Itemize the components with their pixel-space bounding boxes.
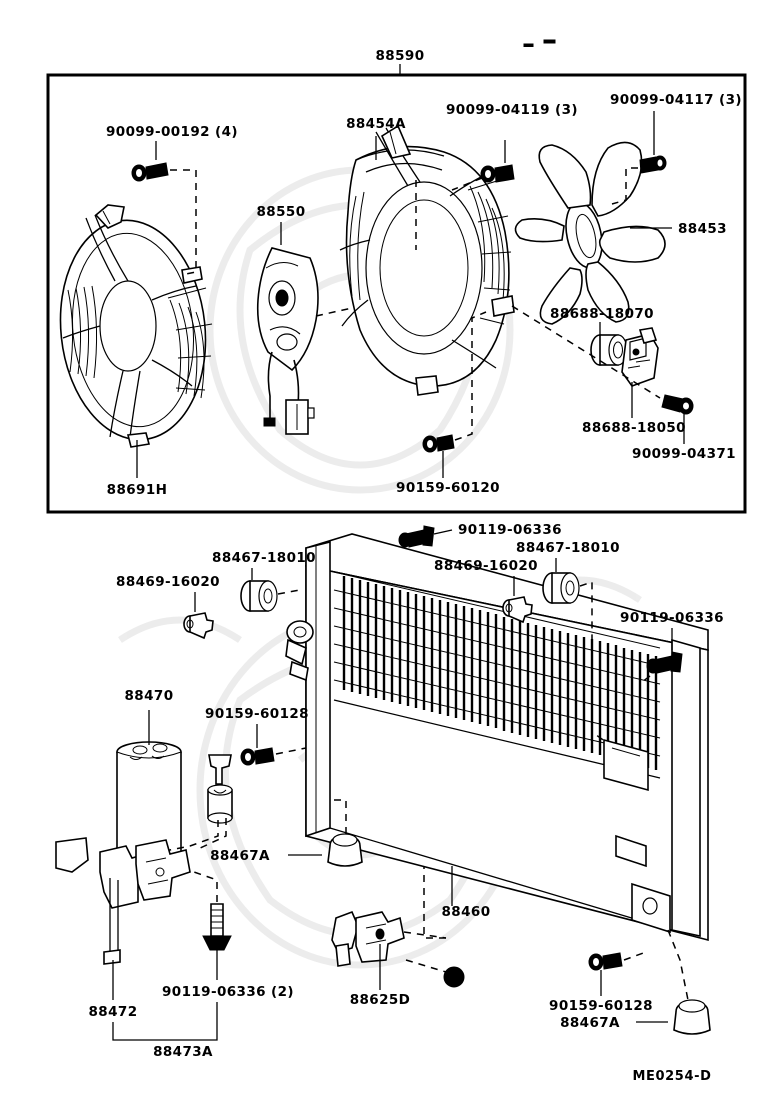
bolt-90099-04119 bbox=[480, 164, 515, 183]
label-88453: 88453 bbox=[678, 221, 727, 237]
label-88469-16020-left: 88469-16020 bbox=[116, 574, 220, 590]
label-88467a-lower: 88467A bbox=[560, 1015, 620, 1031]
label-88472: 88472 bbox=[89, 1004, 138, 1020]
label-88688-18070: 88688-18070 bbox=[550, 306, 654, 322]
label-88470: 88470 bbox=[125, 688, 174, 704]
dashed-screw-left bbox=[193, 871, 218, 902]
dashed-cushion-lower bbox=[667, 929, 689, 1001]
cushion-88467a-lower bbox=[673, 999, 711, 1035]
label-88467-18010-left: 88467-18010 bbox=[212, 550, 316, 566]
sheet-code: ME0254-D bbox=[633, 1069, 712, 1084]
dashed-grommet-to-bracket bbox=[159, 820, 219, 853]
bracket-88625d bbox=[331, 910, 405, 967]
drier-mount-grommets bbox=[207, 754, 233, 824]
bushing-88688-18070 bbox=[590, 334, 628, 366]
label-88467-18010-right: 88467-18010 bbox=[516, 540, 620, 556]
label-90159-60120: 90159-60120 bbox=[396, 480, 500, 496]
screw-90119-06336-right bbox=[646, 651, 683, 674]
dashed-to-88460 bbox=[423, 866, 446, 939]
dashed-cushion-left bbox=[277, 589, 301, 595]
dashed-bracket-line bbox=[511, 305, 661, 399]
group-label-88590: 88590 bbox=[376, 48, 425, 64]
bracket-88688-18050 bbox=[621, 327, 659, 387]
leader-90119-top bbox=[433, 529, 453, 535]
dashed-bolt-04119 bbox=[451, 177, 483, 191]
label-90159-60128-lower: 90159-60128 bbox=[549, 998, 653, 1014]
dashed-nut-drier bbox=[275, 747, 307, 755]
grommet-88469-16020-right bbox=[502, 596, 533, 624]
dashed-nut-center bbox=[405, 959, 447, 973]
condenser-fittings bbox=[285, 620, 314, 682]
top-panel-frame bbox=[46, 73, 747, 514]
cushion-88467-18010-left bbox=[240, 580, 278, 612]
label-90099-00192: 90099-00192 (4) bbox=[106, 124, 238, 140]
condenser-88460 bbox=[285, 533, 709, 942]
label-88460: 88460 bbox=[442, 904, 491, 920]
label-88469-16020-right: 88469-16020 bbox=[434, 558, 538, 574]
dashed-motor-to-shroud bbox=[315, 307, 353, 317]
dashed-88625d bbox=[403, 931, 447, 939]
bolt-90099-04371 bbox=[661, 394, 694, 415]
condenser-bracket-right-upper bbox=[603, 738, 649, 792]
cushion-88467a-middle bbox=[327, 833, 363, 867]
nut-90159-60128-lower bbox=[588, 952, 623, 971]
dashed-bolt-to-shroud bbox=[170, 169, 197, 275]
label-88688-18050: 88688-18050 bbox=[582, 420, 686, 436]
dashed-grommet-to-bracket-2 bbox=[195, 818, 227, 851]
label-88467a-middle: 88467A bbox=[210, 848, 270, 864]
cushion-88467-18010-right bbox=[542, 572, 580, 604]
grommet-88469-16020-left bbox=[183, 612, 214, 640]
dashed-nut-lower bbox=[623, 951, 647, 961]
label-88625d: 88625D bbox=[350, 992, 411, 1008]
bolt-90099-00192 bbox=[131, 162, 169, 182]
dashed-cushion-right bbox=[579, 580, 607, 743]
condenser-tab-right bbox=[615, 834, 647, 868]
fan-motor-88550 bbox=[256, 247, 319, 435]
label-90119-06336-left: 90119-06336 (2) bbox=[162, 984, 294, 1000]
dashed-cushion-mid bbox=[332, 799, 347, 834]
label-90159-60128-drier: 90159-60128 bbox=[205, 706, 309, 722]
label-88454a: 88454A bbox=[346, 116, 406, 132]
label-90099-04119: 90099-04119 (3) bbox=[446, 102, 578, 118]
fan-shroud-lower-88691h bbox=[59, 204, 213, 448]
bolt-90099-04117 bbox=[639, 155, 667, 174]
bracket-88472-88473a bbox=[55, 837, 191, 965]
stray-mark-1 bbox=[523, 43, 534, 47]
small-nut-center bbox=[443, 966, 465, 988]
screw-90119-06336-left bbox=[202, 903, 232, 951]
stray-mark-2 bbox=[543, 39, 556, 44]
label-90119-06336-top: 90119-06336 bbox=[458, 522, 562, 538]
label-90099-04371: 90099-04371 bbox=[632, 446, 736, 462]
fan-blade-88453 bbox=[514, 141, 666, 325]
dashed-bolt-04117 bbox=[611, 167, 638, 205]
fan-shroud-upper-88454a bbox=[339, 124, 515, 396]
screw-90119-06336-top bbox=[398, 525, 435, 548]
label-90099-04117: 90099-04117 (3) bbox=[610, 92, 742, 108]
nut-90159-60128-drier bbox=[240, 747, 275, 766]
label-88550: 88550 bbox=[257, 204, 306, 220]
nut-90159-60120 bbox=[422, 434, 455, 453]
label-88473a: 88473A bbox=[153, 1044, 213, 1060]
condenser-tubes bbox=[342, 576, 658, 770]
brace-88473a bbox=[112, 1002, 218, 1041]
dashed-screw-right bbox=[641, 675, 651, 683]
label-88691h: 88691H bbox=[107, 482, 168, 498]
label-90119-06336-right: 90119-06336 bbox=[620, 610, 724, 626]
